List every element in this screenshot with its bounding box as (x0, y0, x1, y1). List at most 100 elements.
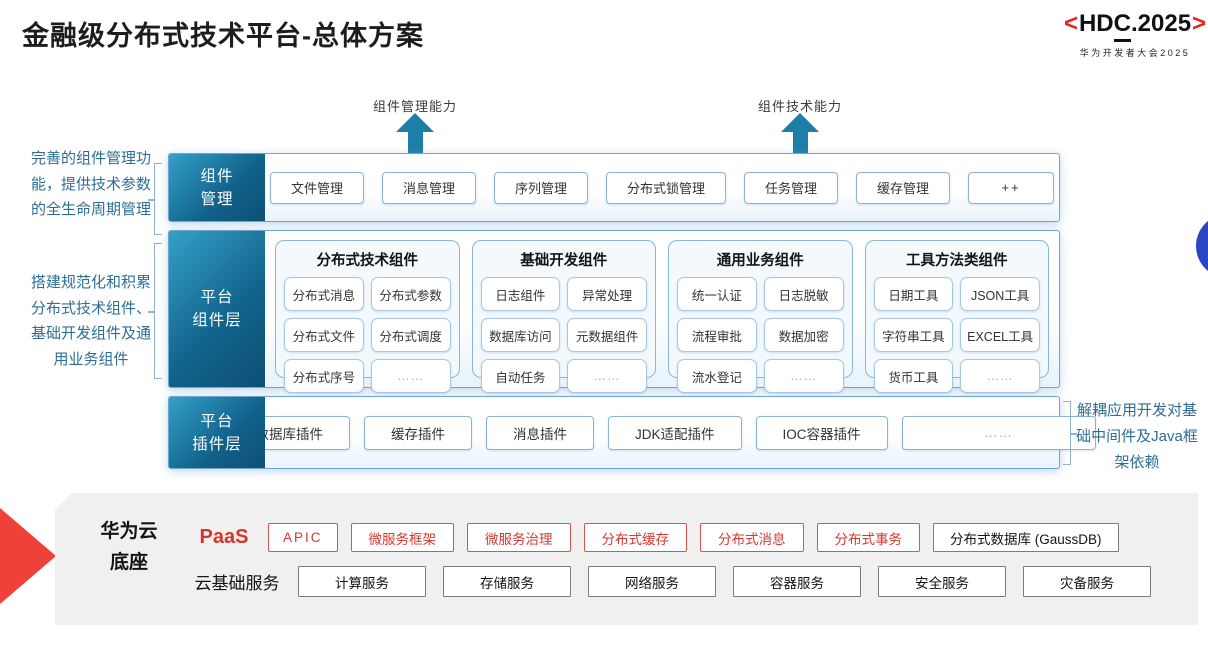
platform-component-columns: 分布式技术组件 分布式消息 分布式参数 分布式文件 分布式调度 分布式序号 ……… (265, 231, 1059, 393)
arrow-stem (407, 132, 423, 153)
chip-microservice-governance: 微服务治理 (467, 523, 571, 552)
hdc-logo: < HD C .2025 > 华为开发者大会2025 (1064, 10, 1206, 59)
arrow-head (396, 113, 434, 132)
chip-jdk-adapter-plugin: JDK适配插件 (607, 415, 742, 450)
capability-label-technical: 组件技术能力 (757, 99, 842, 114)
chip: 分布式文件 (284, 318, 364, 352)
chip: 数据库访问 (480, 318, 561, 352)
left-bracket (148, 243, 162, 379)
chip: 日志组件 (480, 277, 561, 311)
chip: 异常处理 (567, 277, 647, 311)
chip: 数据加密 (763, 318, 844, 352)
chip-distributed-lock-management: 分布式锁管理 (606, 171, 727, 204)
chip: 货币工具 (873, 359, 954, 393)
chip-container-service: 容器服务 (733, 566, 861, 597)
layer-component-management: 组件 管理 文件管理 消息管理 序列管理 分布式锁管理 任务管理 缓存管理 ++ (168, 153, 1060, 222)
layer-label-platform-components: 平台 组件层 (169, 231, 265, 387)
layer-platform-components: 平台 组件层 分布式技术组件 分布式消息 分布式参数 分布式文件 分布式调度 分… (168, 230, 1060, 393)
chip-network-service: 网络服务 (588, 566, 716, 597)
page-title: 金融级分布式技术平台-总体方案 (22, 21, 424, 51)
chip-compute-service: 计算服务 (298, 566, 426, 597)
chip-ellipsis: …… (960, 359, 1040, 393)
chip-cache-management: 缓存管理 (856, 171, 951, 204)
layer-label-line: 平台 (200, 289, 234, 306)
layer-label-line: 组件层 (192, 312, 242, 329)
column-chip-grid: 日期工具 JSON工具 字符串工具 EXCEL工具 货币工具 …… (866, 275, 1049, 403)
arrow-head (781, 113, 819, 132)
chip: 分布式消息 (284, 277, 364, 311)
column-title: 基础开发组件 (520, 253, 608, 269)
logo-subtitle: 华为开发者大会2025 (1079, 48, 1191, 58)
chip: 流水登记 (677, 359, 757, 393)
note-component-management: 完善的组件管理功能，提供技术参数的全生命周期管理 (30, 150, 151, 218)
column-title: 通用业务组件 (716, 253, 804, 269)
layer-label-component-management: 组件 管理 (169, 154, 265, 221)
logo-close-bracket: > (1192, 10, 1207, 37)
logo-open-bracket: < (1063, 10, 1078, 37)
logo-hd: HD (1078, 10, 1114, 37)
chip: 分布式参数 (370, 277, 451, 311)
cloud-label-line: 华为云 (100, 521, 158, 542)
column-basic-dev: 基础开发组件 日志组件 异常处理 数据库访问 元数据组件 自动任务 …… (471, 240, 656, 393)
chip: 分布式调度 (370, 318, 451, 352)
chip-gaussdb: 分布式数据库 (GaussDB) (933, 523, 1119, 552)
chip-message-plugin: 消息插件 (485, 415, 594, 450)
logo-c-underlined: C (1113, 10, 1131, 42)
column-chip-grid: 分布式消息 分布式参数 分布式文件 分布式调度 分布式序号 …… (276, 275, 459, 403)
paas-row: PaaS APIC 微服务框架 微服务治理 分布式缓存 分布式消息 分布式事务 … (193, 523, 1119, 552)
right-bracket (1063, 401, 1077, 465)
column-distributed-tech: 分布式技术组件 分布式消息 分布式参数 分布式文件 分布式调度 分布式序号 …… (275, 240, 460, 393)
chip-distributed-transaction: 分布式事务 (816, 523, 921, 552)
hdc-logo-text: < HD C .2025 > (1064, 10, 1206, 42)
column-utility-tools: 工具方法类组件 日期工具 JSON工具 字符串工具 EXCEL工具 货币工具 …… (864, 240, 1049, 393)
chip-cache-plugin: 缓存插件 (363, 415, 472, 450)
huawei-cloud-base-panel: 华为云 底座 PaaS APIC 微服务框架 微服务治理 分布式缓存 分布式消息… (55, 493, 1198, 625)
layer-label-platform-plugins: 平台 插件层 (169, 397, 265, 468)
layer-platform-plugins: 平台 插件层 数据库插件 缓存插件 消息插件 JDK适配插件 IOC容器插件 …… (168, 396, 1096, 469)
paas-label: PaaS (199, 526, 249, 548)
chip: 日志脱敏 (763, 277, 844, 311)
up-arrow-icon (781, 113, 819, 153)
chip: 分布式序号 (284, 359, 364, 393)
layer-label-line: 插件层 (192, 435, 242, 453)
chip-ellipsis: …… (763, 359, 844, 393)
chip-storage-service: 存储服务 (443, 566, 571, 597)
chip: 自动任务 (480, 359, 561, 393)
cloud-base-label: 华为云 底座 (73, 516, 185, 578)
chip-distributed-message: 分布式消息 (700, 523, 804, 552)
layer-label-line: 管理 (200, 190, 234, 208)
chip-apic: APIC (268, 523, 338, 552)
arrow-stem (792, 132, 808, 153)
cloud-label-line: 底座 (109, 552, 148, 573)
chip-security-service: 安全服务 (878, 566, 1006, 597)
layer-label-line: 组件 (200, 167, 234, 185)
column-common-business: 通用业务组件 统一认证 日志脱敏 流程审批 数据加密 流水登记 …… (668, 240, 853, 393)
column-title: 工具方法类组件 (906, 253, 1008, 269)
chip-plus-plus: ++ (968, 171, 1055, 204)
iaas-row: 云基础服务 计算服务 存储服务 网络服务 容器服务 安全服务 灾备服务 (193, 566, 1151, 597)
logo-year: .2025 (1130, 10, 1192, 37)
chip-sequence-management: 序列管理 (493, 171, 588, 204)
column-chip-grid: 统一认证 日志脱敏 流程审批 数据加密 流水登记 …… (669, 275, 852, 403)
chip-ellipsis: …… (370, 359, 451, 393)
chip: 元数据组件 (567, 318, 647, 352)
platform-plugin-chips: 数据库插件 缓存插件 消息插件 JDK适配插件 IOC容器插件 …… (228, 397, 1096, 468)
chip: 统一认证 (677, 277, 757, 311)
note-decoupling: 解耦应用开发对基础中间件及Java框架依赖 (1076, 402, 1198, 471)
chip-distributed-cache: 分布式缓存 (583, 523, 688, 552)
chip: 日期工具 (873, 277, 954, 311)
up-arrow-icon (396, 113, 434, 153)
chip-ellipsis: …… (901, 415, 1096, 450)
chip: EXCEL工具 (960, 318, 1040, 352)
chip-disaster-recovery-service: 灾备服务 (1023, 566, 1151, 597)
layer-label-line: 平台 (200, 412, 234, 430)
chip: 字符串工具 (873, 318, 954, 352)
iaas-label: 云基础服务 (194, 574, 280, 593)
red-arrow-icon (0, 508, 56, 604)
chip: 流程审批 (677, 318, 757, 352)
column-chip-grid: 日志组件 异常处理 数据库访问 元数据组件 自动任务 …… (473, 275, 656, 403)
chip-ellipsis: …… (567, 359, 647, 393)
chip-message-management: 消息管理 (381, 171, 476, 204)
chip: JSON工具 (960, 277, 1040, 311)
